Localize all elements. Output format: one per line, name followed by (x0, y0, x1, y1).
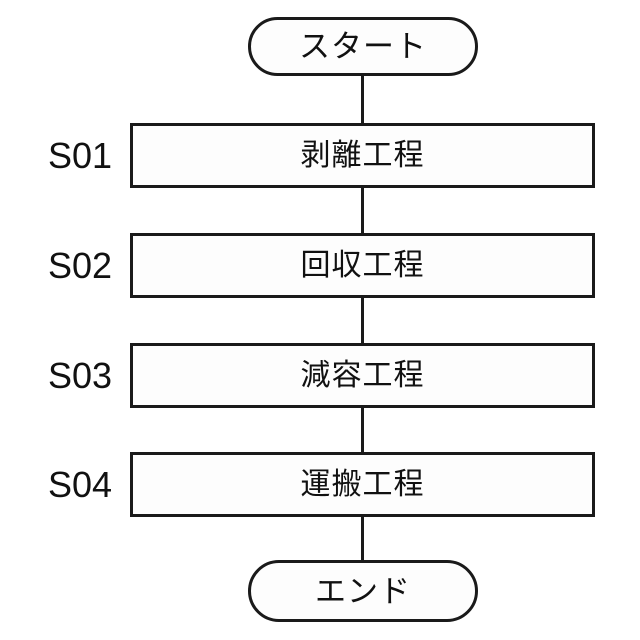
flow-node-s01-label: 剥離工程 (300, 138, 425, 172)
flow-node-s01[interactable]: 剥離工程 (130, 123, 595, 188)
flow-node-s02-label: 回収工程 (300, 248, 425, 282)
connector-start-to-s01 (361, 76, 364, 123)
flow-node-start[interactable]: スタート (248, 17, 478, 76)
step-id-s03: S03 (47, 354, 113, 396)
flow-node-s04[interactable]: 運搬工程 (130, 452, 595, 517)
connector-s02-to-s03 (361, 298, 364, 343)
step-id-s02: S02 (47, 244, 113, 286)
flow-node-end[interactable]: エンド (248, 560, 478, 622)
step-id-s01: S01 (47, 134, 113, 176)
flow-node-start-label: スタート (299, 29, 427, 64)
flow-node-s04-label: 運搬工程 (300, 467, 425, 501)
connector-s03-to-s04 (361, 408, 364, 452)
connector-s04-to-end (361, 517, 364, 560)
flow-node-s03[interactable]: 減容工程 (130, 343, 595, 408)
step-id-s04: S04 (47, 463, 113, 505)
flow-node-end-label: エンド (315, 573, 411, 609)
connector-s01-to-s02 (361, 188, 364, 233)
flow-node-s03-label: 減容工程 (300, 358, 425, 392)
flow-node-s02[interactable]: 回収工程 (130, 233, 595, 298)
